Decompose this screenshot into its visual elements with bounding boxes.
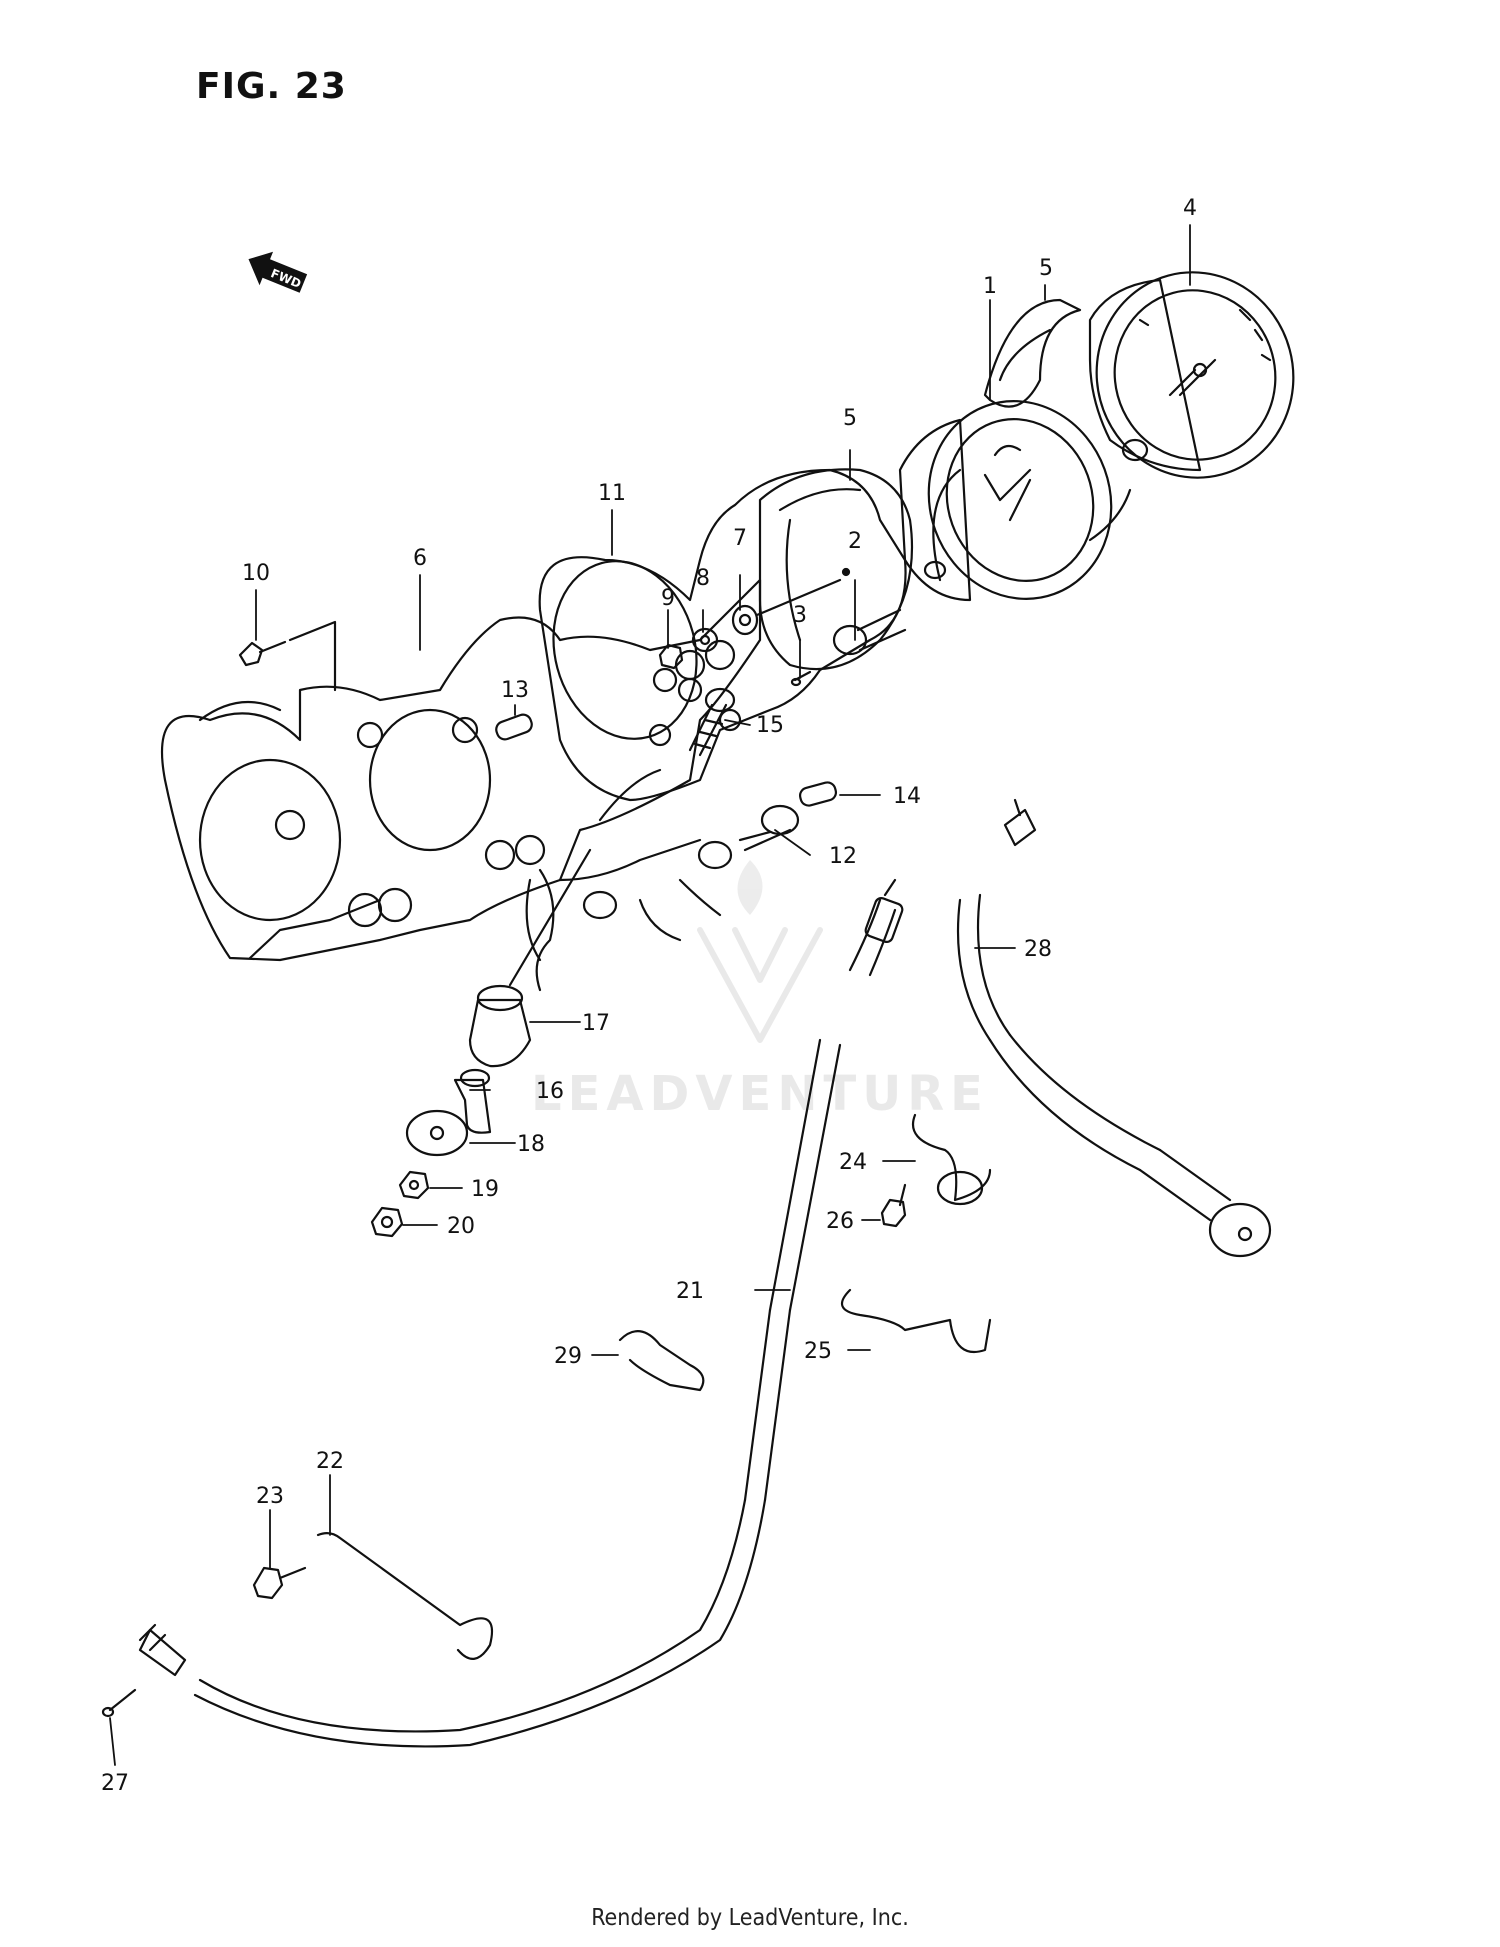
- nut-part-19: [398, 1170, 430, 1200]
- washer-part-8: [691, 627, 719, 653]
- callout-11: 11: [598, 481, 626, 506]
- callout-13: 13: [501, 678, 529, 703]
- callout-3: 3: [793, 603, 807, 628]
- socket-part-15: [652, 667, 736, 757]
- callout-6: 6: [413, 546, 427, 571]
- callout-19: 19: [471, 1177, 499, 1202]
- callout-9: 9: [661, 586, 675, 611]
- callout-15: 15: [756, 713, 784, 738]
- bolt-part-23: [252, 1566, 307, 1600]
- screw-part-3: [790, 670, 812, 687]
- nut-part-20: [370, 1206, 404, 1238]
- grommet-part-17: [468, 848, 592, 1068]
- knob-part-2: [832, 567, 907, 656]
- bulb-part-14: [798, 781, 838, 807]
- clamp-part-22: [316, 1531, 494, 1660]
- callout-14: 14: [893, 784, 921, 809]
- grommet-part-7: [731, 578, 842, 636]
- callout-2: 2: [848, 529, 862, 554]
- washer-part-18: [405, 1109, 469, 1157]
- figure-title: FIG. 23: [196, 66, 347, 107]
- callout-22: 22: [316, 1449, 344, 1474]
- bolt-part-26: [880, 1183, 907, 1228]
- callout-26: 26: [826, 1209, 854, 1234]
- callout-21: 21: [676, 1279, 704, 1304]
- footer-credit: Rendered by LeadVenture, Inc.: [591, 1905, 909, 1931]
- callout-7: 7: [733, 526, 747, 551]
- callout-1: 1: [983, 274, 997, 299]
- bulb-part-13: [495, 713, 533, 741]
- wire-harness: [535, 868, 722, 992]
- callout-10: 10: [242, 561, 270, 586]
- screw-part-27: [101, 1688, 137, 1718]
- callout-16: 16: [536, 1079, 564, 1104]
- meter-upper-case: [538, 468, 907, 802]
- tachometer-gauge: [898, 400, 1113, 602]
- fwd-arrow-icon: FWD: [248, 251, 308, 293]
- meter-cup-middle: [758, 468, 914, 671]
- tachometer-cable-part-28: [956, 798, 1272, 1258]
- collar-part-16: [453, 1068, 492, 1134]
- speedometer-cup-top: [983, 298, 1132, 542]
- callout-20: 20: [447, 1214, 475, 1239]
- callout-5-top: 5: [1039, 256, 1053, 281]
- callout-27: 27: [101, 1771, 129, 1796]
- watermark-text: LEADVENTURE: [531, 1066, 989, 1122]
- callout-23: 23: [256, 1484, 284, 1509]
- callout-18: 18: [517, 1132, 545, 1157]
- speedometer-cable-part-21: [138, 878, 904, 1748]
- callout-29: 29: [554, 1344, 582, 1369]
- callout-labels: 1 2 3 4 5 5 6 7 8 9 10 11 12 13 14 15 16…: [101, 196, 1197, 1796]
- clip-part-29: [618, 1330, 705, 1392]
- clamp-part-24: [912, 1113, 992, 1206]
- callout-28: 28: [1024, 937, 1052, 962]
- bolt-part-10: [238, 620, 337, 692]
- clamp-part-25: [840, 1288, 992, 1353]
- callout-17: 17: [582, 1011, 610, 1036]
- leader-lines: [109, 224, 1191, 1766]
- callout-4: 4: [1183, 196, 1197, 221]
- meter-housing-lower-case: [160, 578, 762, 962]
- callout-25: 25: [804, 1339, 832, 1364]
- callout-8: 8: [696, 566, 710, 591]
- callout-24: 24: [839, 1150, 867, 1175]
- bulb-socket-part-12: [525, 804, 800, 962]
- speedometer-gauge: [1088, 271, 1295, 479]
- leadventure-watermark: LEADVENTURE: [531, 860, 989, 1122]
- callout-5-middle: 5: [843, 406, 857, 431]
- callout-12: 12: [829, 844, 857, 869]
